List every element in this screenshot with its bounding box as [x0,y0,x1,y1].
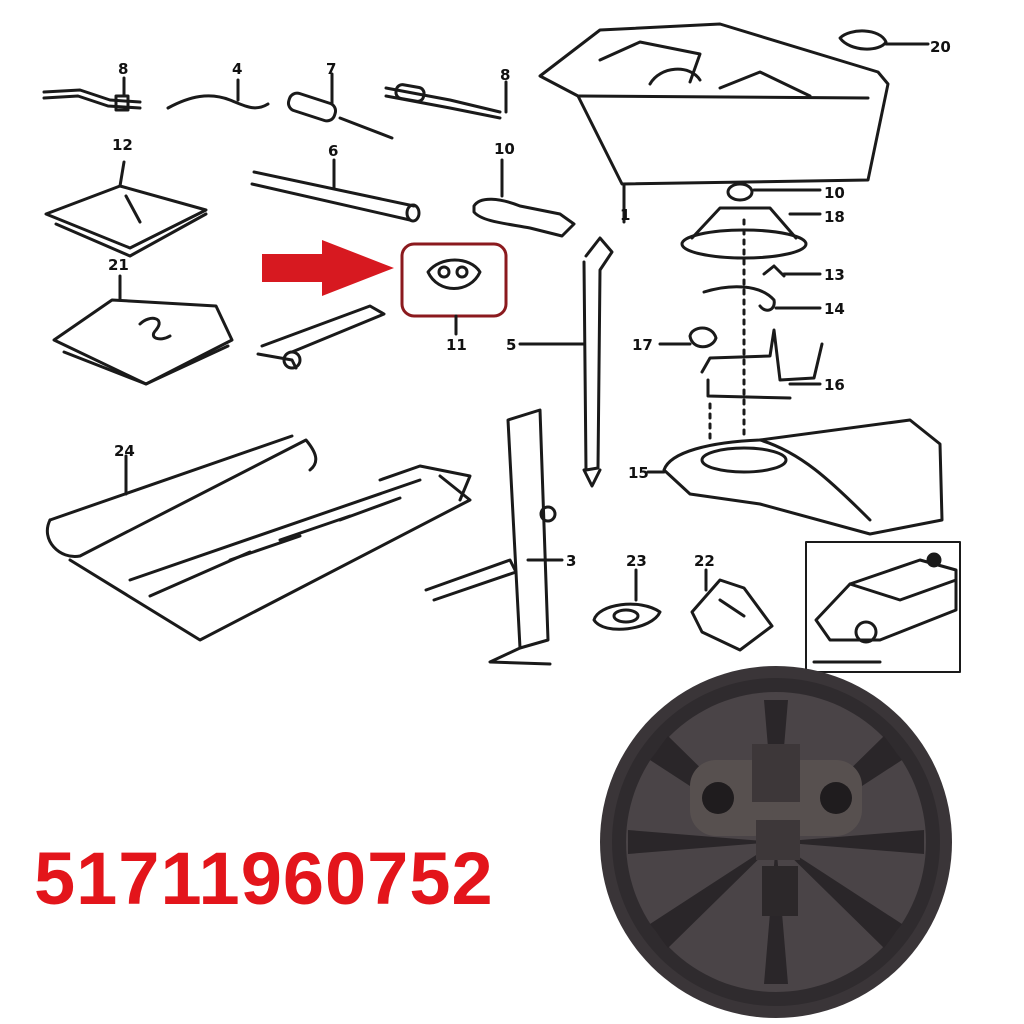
part-clip-20 [838,29,930,51]
callout-label: 14 [824,300,845,318]
callout-label: 20 [930,38,951,56]
part-retainer-cone [680,206,822,260]
part-spare-wheel-tray [538,22,890,224]
callout-label: 4 [232,60,242,78]
callout-labels: 8 4 7 8 12 6 10 21 11 5 1 20 10 18 13 14… [108,38,951,570]
callout-label: 3 [566,552,576,570]
part-cap-17 [658,326,718,349]
callout-label: 13 [824,266,845,284]
part-bracket-16 [700,328,824,400]
part-tool-roll-24 [45,434,472,642]
callout-label: 8 [118,60,128,78]
part-screwdriver [286,72,394,140]
callout-label: 17 [632,336,653,354]
callout-label: 16 [824,376,845,394]
car-inset [805,541,961,673]
callout-label: 24 [114,442,135,460]
callout-label: 18 [824,208,845,226]
callout-label: 6 [328,142,338,160]
part-rod [250,158,421,223]
part-wire-hook [166,78,270,110]
part-floor-pan-15 [646,218,944,536]
part-spring-clip-14 [702,285,822,312]
callout-label: 5 [506,336,516,354]
callout-label: 15 [628,464,649,482]
part-grommet-23 [592,568,662,631]
part-lug-wrench [256,304,386,370]
part-clip-22 [690,568,774,652]
part-number: 51711960752 [34,837,494,920]
callout-label: 8 [500,66,510,84]
cap-photo [600,666,952,1018]
highlight-arrow [262,240,394,296]
part-cloth-bag [44,160,208,258]
highlight-box [400,242,508,336]
part-drift-tool [42,76,142,112]
part-tow-eye [472,158,576,238]
part-jack-3 [424,408,564,666]
callout-label: 22 [694,552,715,570]
part-strap-5 [518,236,614,488]
callout-label: 7 [326,60,336,78]
callout-label: 12 [112,136,133,154]
part-nut-13 [762,264,822,278]
part-punch [384,80,508,120]
part-wing-nut [726,182,822,202]
callout-label: 1 [620,206,630,224]
callout-label: 21 [108,256,129,274]
callout-label: 11 [446,336,467,354]
callout-label: 23 [626,552,647,570]
callout-label: 10 [494,140,515,158]
part-folded-bag [52,274,234,386]
callout-label: 10 [824,184,845,202]
